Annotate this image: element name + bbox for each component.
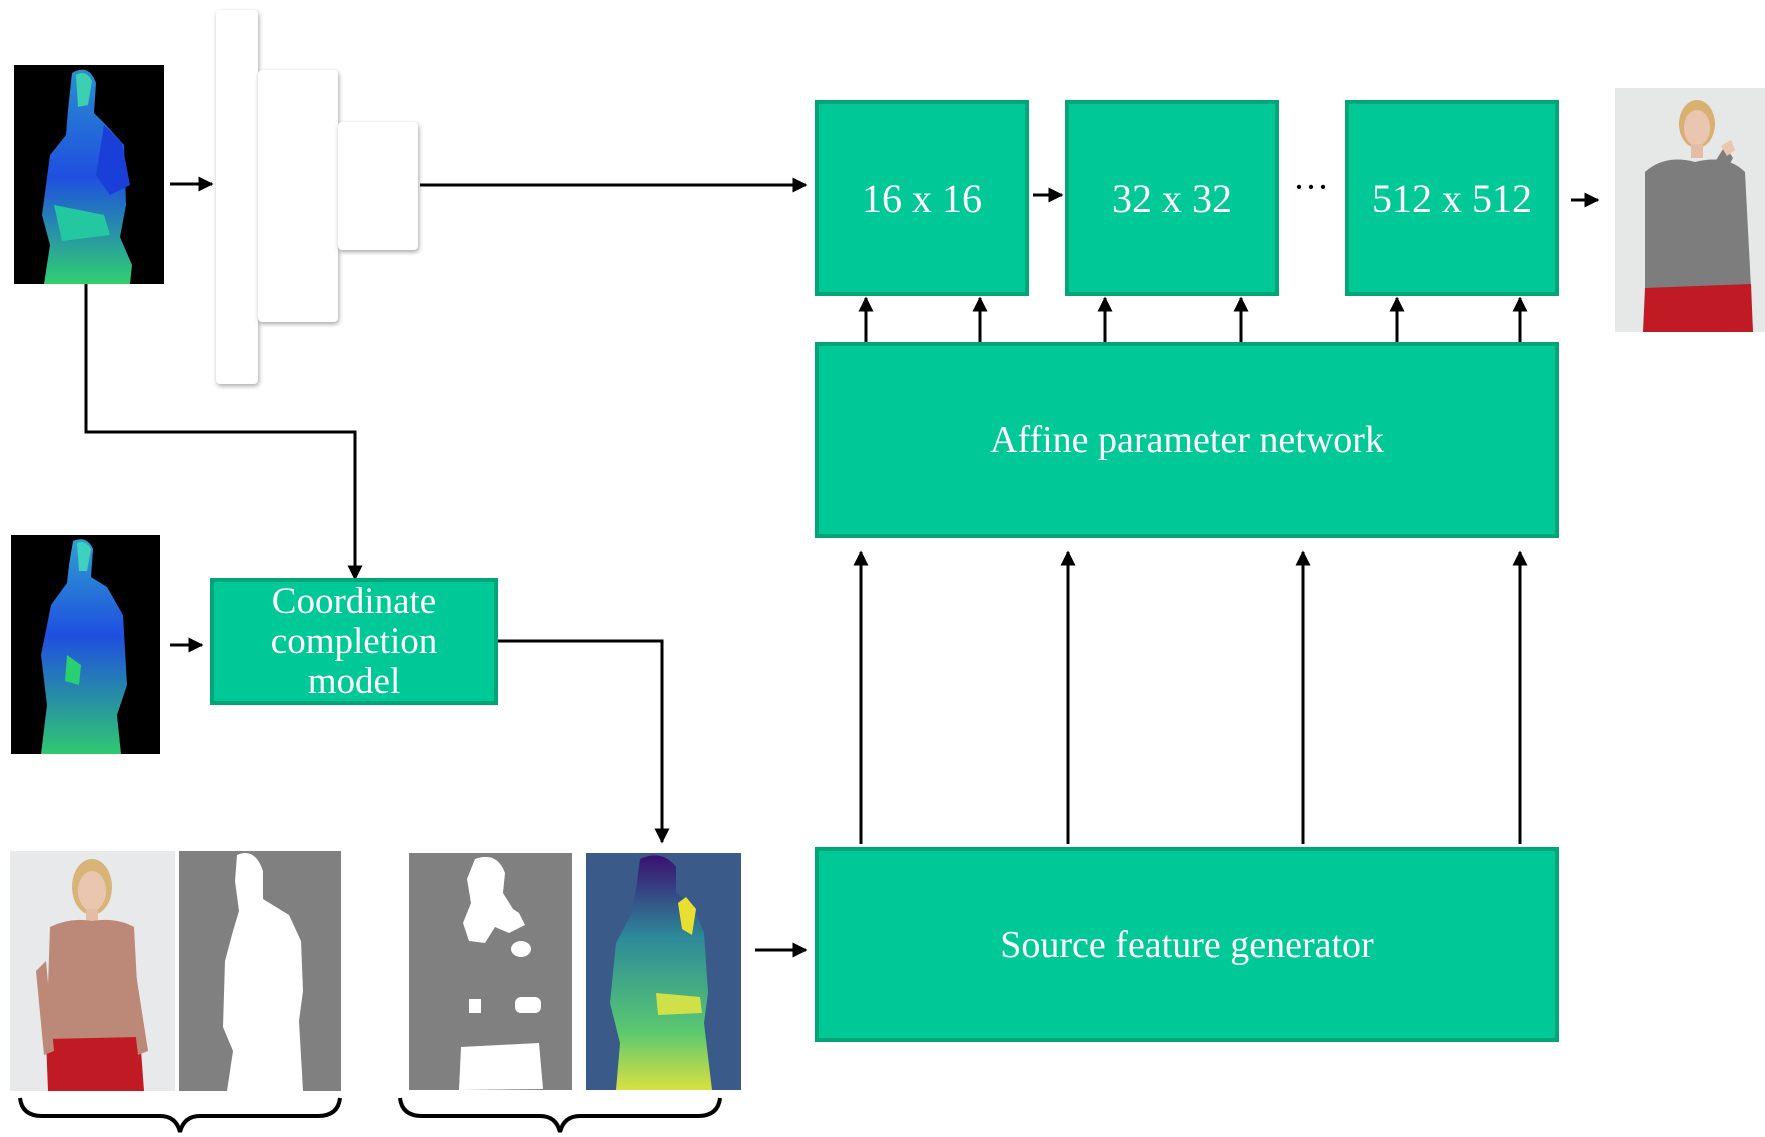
- stage-label-16: 16 x 16: [862, 175, 982, 221]
- source-feature-generator-box: Source feature generator: [815, 847, 1559, 1042]
- stage-box-512: 512 x 512: [1345, 100, 1559, 296]
- source-person-image: [10, 851, 175, 1091]
- encoder-layer-3: [338, 122, 418, 250]
- arrow-coordinate-model-to-output: [496, 639, 670, 844]
- encoder-layer-1: [216, 10, 258, 384]
- coordinate-model-line-1: Coordinate: [271, 580, 437, 622]
- stage-box-32: 32 x 32: [1065, 100, 1279, 296]
- stage-label-32: 32 x 32: [1112, 175, 1232, 221]
- generated-person-image: [1615, 88, 1765, 332]
- coordinate-model-line-2: completion: [270, 620, 438, 662]
- stage-box-16: 16 x 16: [815, 100, 1029, 296]
- arrow-map-to-coordinate-model: [84, 284, 363, 581]
- encoder-layer-2: [258, 70, 338, 322]
- affine-parameter-network-box: Affine parameter network: [815, 342, 1559, 538]
- stage-ellipsis: ···: [1293, 167, 1329, 207]
- visibility-mask-image: [409, 853, 572, 1090]
- pose-coordinate-map-image: [14, 65, 164, 284]
- source-silhouette-mask-image: [179, 851, 341, 1091]
- stage-label-512: 512 x 512: [1372, 175, 1532, 221]
- affine-parameter-network-label: Affine parameter network: [990, 419, 1384, 461]
- source-feature-generator-label: Source feature generator: [1000, 923, 1374, 966]
- brace-right: [398, 1097, 722, 1133]
- completed-coordinate-image: [586, 853, 741, 1090]
- coordinate-completion-model-box: Coordinate completion model: [210, 578, 498, 705]
- brace-left: [18, 1097, 342, 1133]
- partial-coordinate-map-image: [11, 535, 160, 754]
- coordinate-completion-model-label: Coordinate completion model: [270, 580, 438, 702]
- coordinate-model-line-3: model: [307, 660, 401, 702]
